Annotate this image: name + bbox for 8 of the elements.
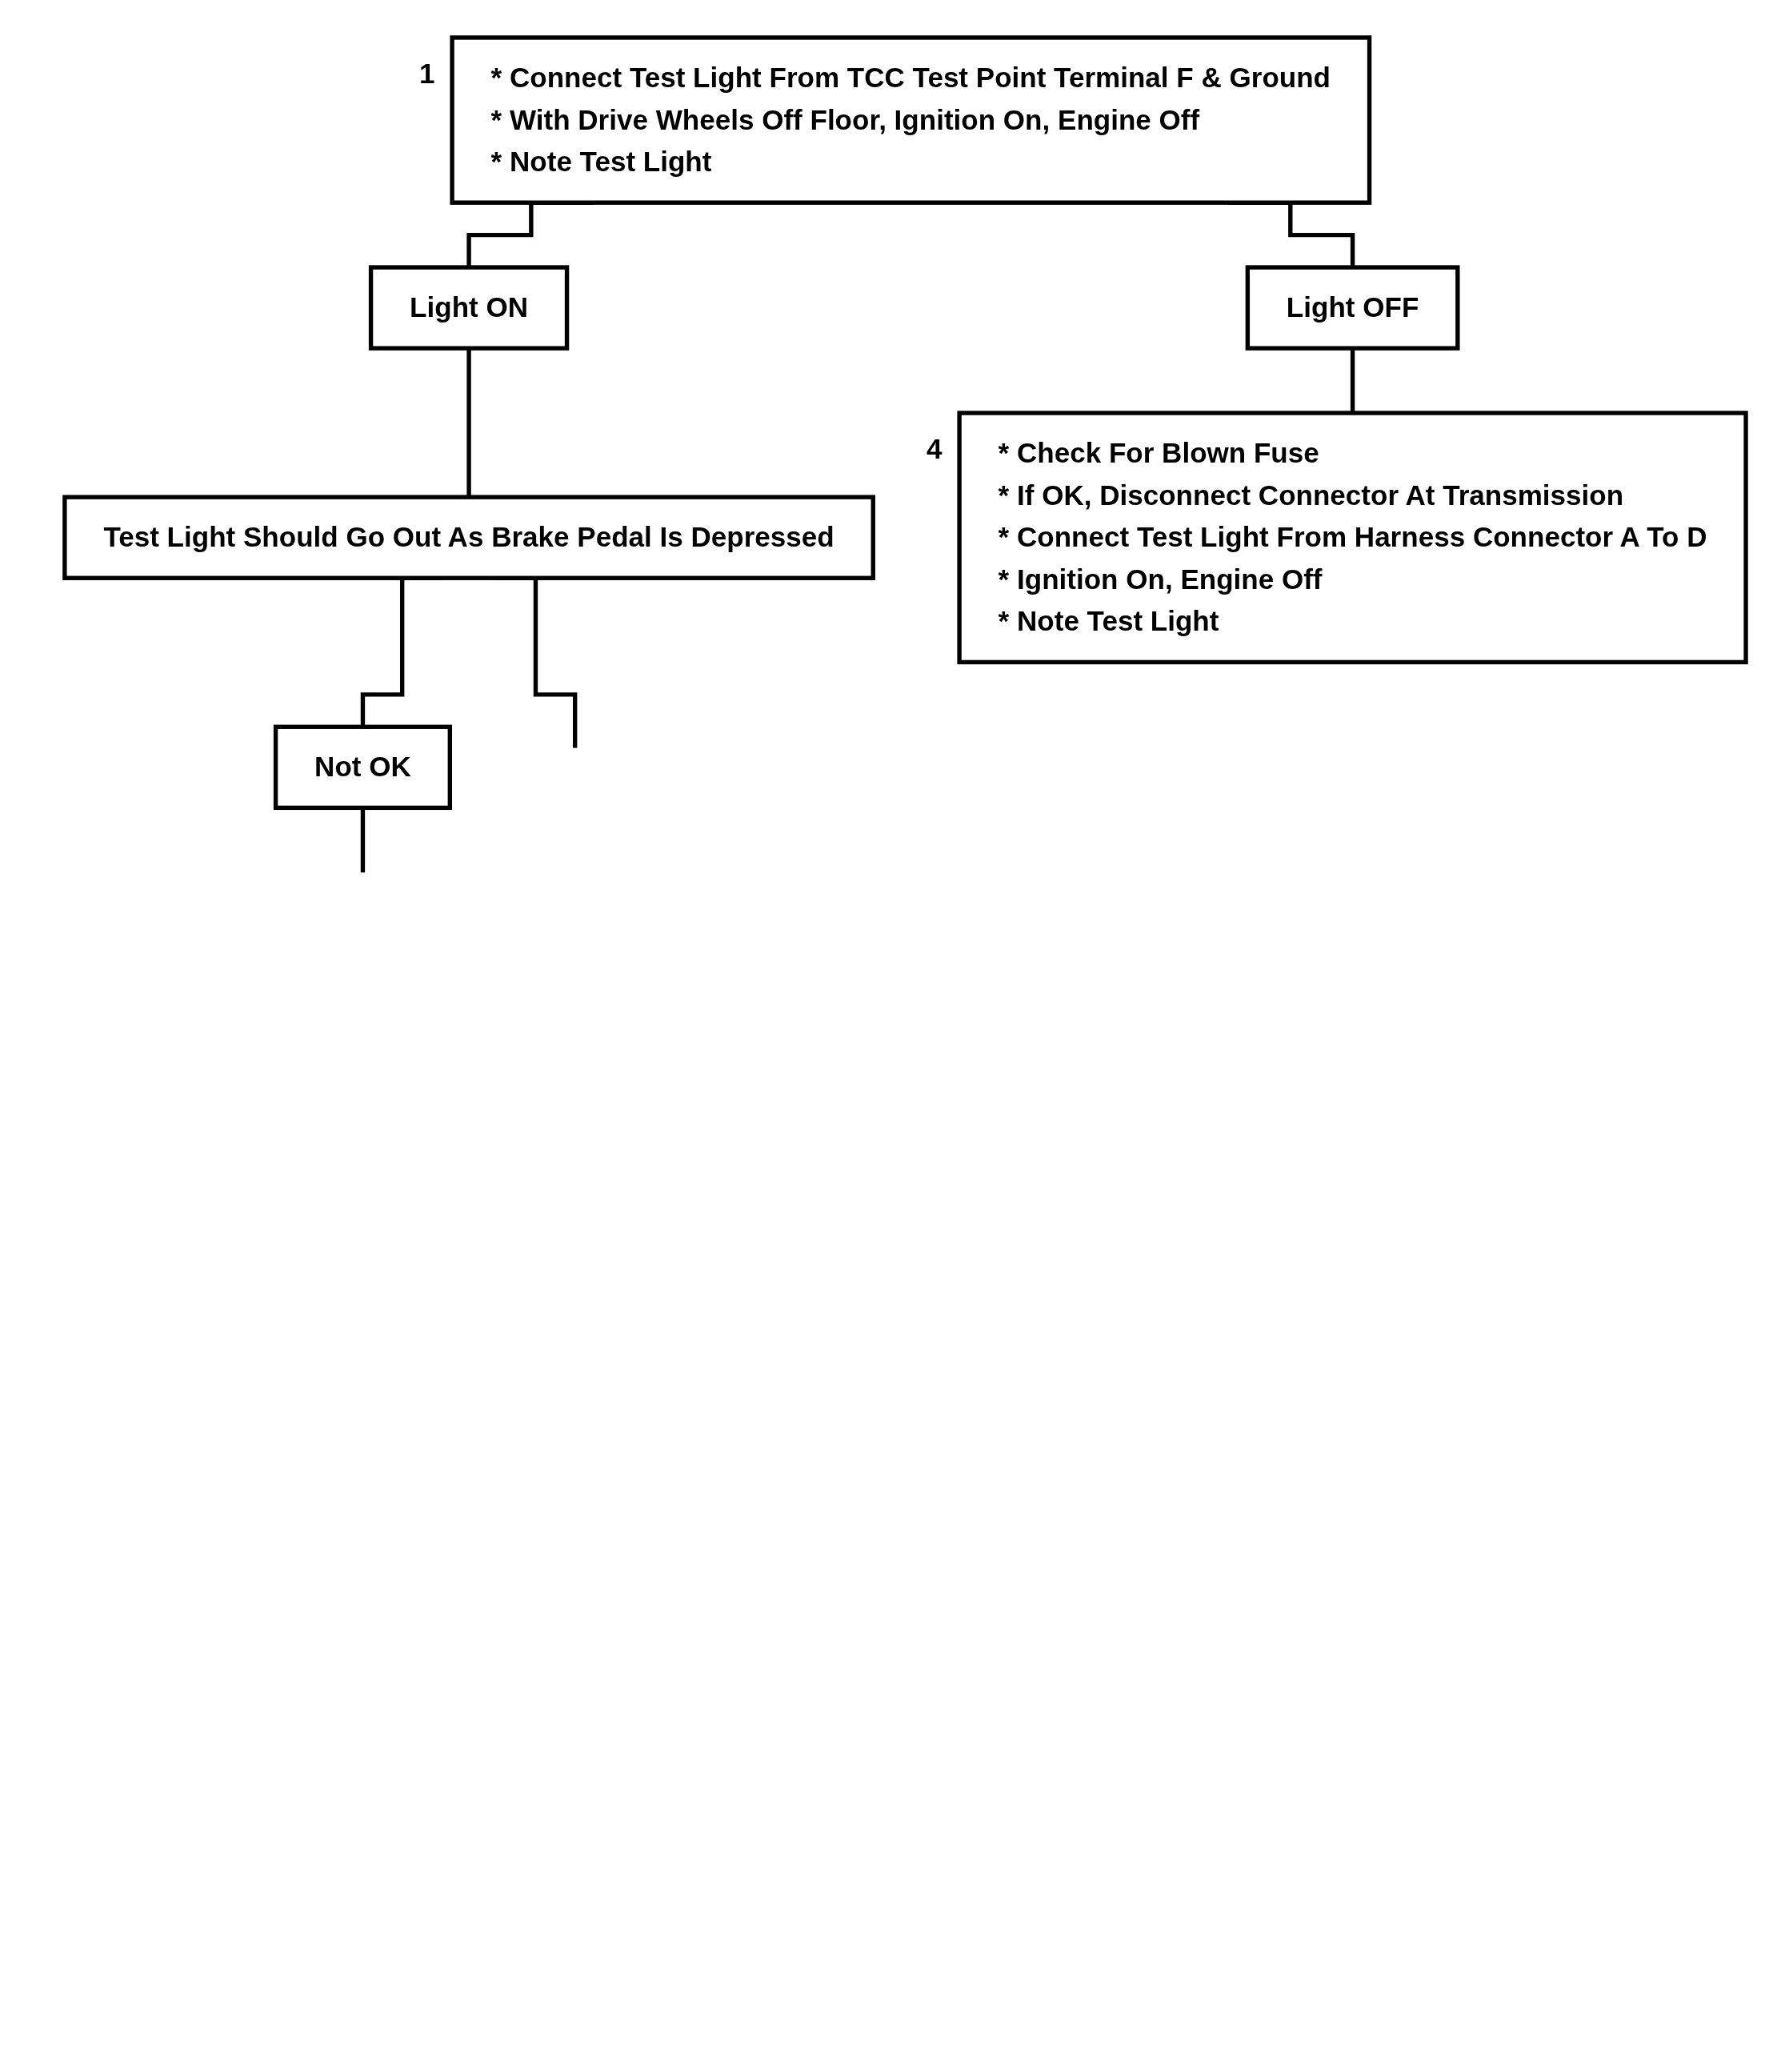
node-box: * Check For Blown Fuse * If OK, Disconnect Connector At Transmission * Connect Test Light From Harness Connector A To D * Ignition On, Engine Off * Note Test Light bbox=[957, 411, 1748, 665]
step-number: 4 bbox=[927, 432, 943, 467]
step-number: 1 bbox=[419, 57, 435, 91]
node-box: * Connect Test Light From TCC Test Point Terminal F & Ground * With Drive Wheels Off Floor, Ignition On, Engine Off * Note Test Light bbox=[450, 35, 1372, 205]
node-box: Not OK bbox=[273, 724, 453, 811]
node-box: Light ON bbox=[368, 265, 570, 351]
node-box: Light OFF bbox=[1245, 265, 1460, 351]
node-box: Test Light Should Go Out As Brake Pedal Is Depressed bbox=[62, 495, 875, 580]
